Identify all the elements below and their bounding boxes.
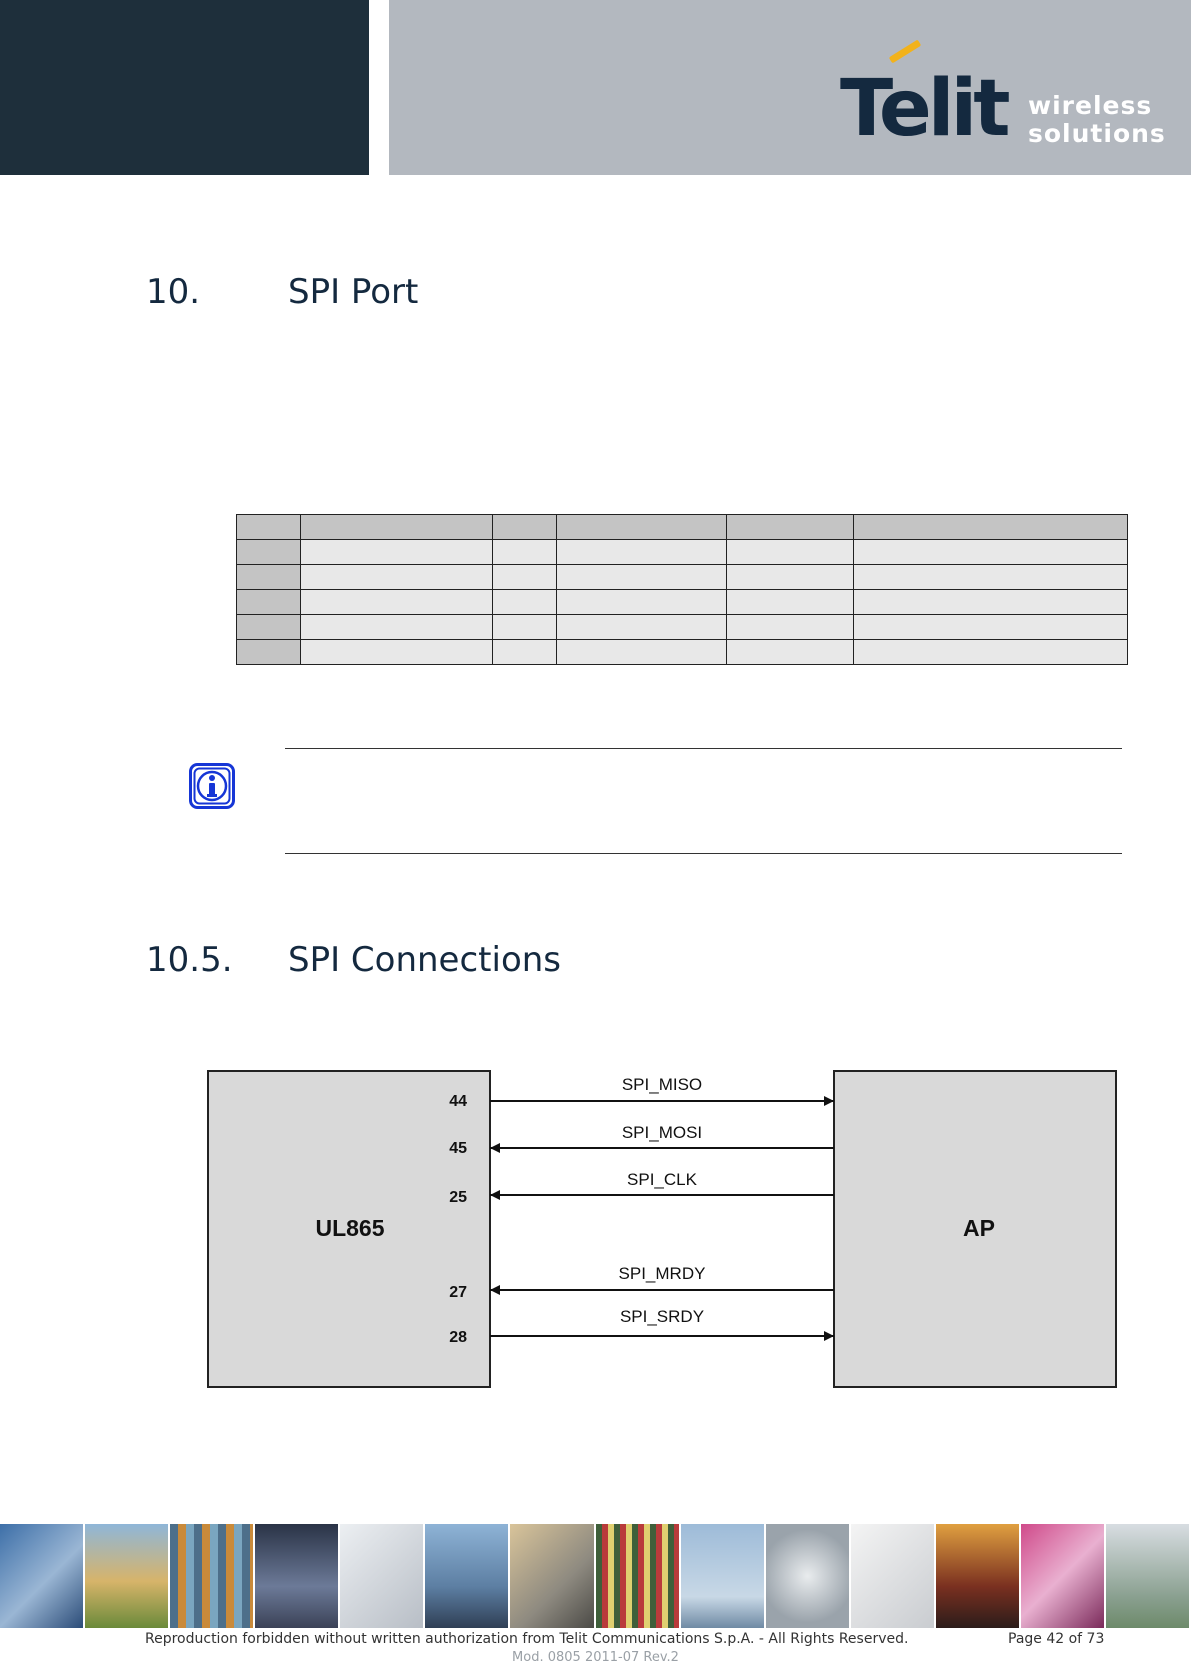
footer-photo <box>765 1524 851 1628</box>
table-header-cell <box>853 514 1128 540</box>
table-cell <box>726 564 854 590</box>
subsection-number: 10.5. <box>146 940 233 980</box>
ul865-label: UL865 <box>315 1215 384 1241</box>
table-header-cell <box>300 514 493 540</box>
table-cell <box>853 539 1128 565</box>
pin-44-label: 44 <box>449 1093 467 1110</box>
table-cell <box>556 539 727 565</box>
spi-connection-diagram: UL865 AP 44 SPI_MISO 45 SPI_MOSI 25 SPI_… <box>207 1070 1117 1388</box>
table-cell <box>492 614 557 640</box>
table-cell <box>726 639 854 665</box>
logo-tagline-line-1: wireless <box>1028 91 1153 120</box>
table-header-cell <box>726 514 854 540</box>
section-number: 10. <box>146 272 201 312</box>
footer-photo <box>595 1524 681 1628</box>
table-cell <box>300 539 493 565</box>
footer-photo <box>170 1524 256 1628</box>
spi-signal-table <box>236 514 1128 665</box>
spi-mrdy-label: SPI_MRDY <box>619 1264 706 1283</box>
footer-photo <box>0 1524 86 1628</box>
footer-photo <box>935 1524 1021 1628</box>
table-cell <box>726 589 854 615</box>
pin-45-label: 45 <box>449 1140 467 1157</box>
table-cell <box>300 564 493 590</box>
footer-photo <box>850 1524 936 1628</box>
table-cell <box>853 589 1128 615</box>
logo-wordmark: Telit <box>840 64 1011 154</box>
section-title: SPI Port <box>288 272 419 312</box>
footer-photo <box>680 1524 766 1628</box>
table-cell <box>853 614 1128 640</box>
table-cell <box>300 639 493 665</box>
table-cell <box>492 639 557 665</box>
table-cell <box>726 539 854 565</box>
logo-tagline-line-2: solutions <box>1028 119 1166 148</box>
table-cell <box>300 589 493 615</box>
footer-page-number: Page 42 of 73 <box>1008 1631 1105 1647</box>
footer-photo <box>255 1524 341 1628</box>
table-row <box>236 564 1128 590</box>
table-cell <box>853 564 1128 590</box>
table-cell <box>236 589 301 615</box>
pin-28-label: 28 <box>449 1329 467 1346</box>
table-cell <box>300 614 493 640</box>
table-row <box>236 614 1128 640</box>
spi-clk-label: SPI_CLK <box>627 1170 698 1189</box>
footer-photo <box>85 1524 171 1628</box>
table-cell <box>556 639 727 665</box>
logo-tagline: wireless solutions <box>1028 92 1166 148</box>
table-cell <box>236 614 301 640</box>
footer-photo <box>510 1524 596 1628</box>
table-cell <box>556 564 727 590</box>
ap-block <box>833 1070 1117 1388</box>
table-header-cell <box>236 514 301 540</box>
table-cell <box>236 639 301 665</box>
footer-photo <box>1106 1524 1191 1628</box>
note-bottom-rule <box>285 853 1122 854</box>
table-row <box>236 539 1128 565</box>
table-header-cell <box>556 514 727 540</box>
table-cell <box>492 564 557 590</box>
info-icon <box>189 763 235 809</box>
table-cell <box>726 614 854 640</box>
telit-logo: Telit wireless solutions <box>840 39 1170 158</box>
footer-photo <box>340 1524 426 1628</box>
note-top-rule <box>285 748 1122 749</box>
footer-photo <box>425 1524 511 1628</box>
pin-25-label: 25 <box>449 1189 467 1206</box>
footer-mod-revision: Mod. 0805 2011-07 Rev.2 <box>512 1650 679 1665</box>
spi-miso-label: SPI_MISO <box>622 1075 702 1094</box>
table-cell <box>492 589 557 615</box>
table-row <box>236 589 1128 615</box>
table-cell <box>556 614 727 640</box>
header-dark-panel <box>0 0 369 175</box>
table-header-cell <box>492 514 557 540</box>
footer-photo-strip <box>0 1524 1191 1628</box>
table-cell <box>492 539 557 565</box>
table-row <box>236 639 1128 665</box>
table-cell <box>236 564 301 590</box>
table-cell <box>556 589 727 615</box>
table-cell <box>236 539 301 565</box>
footer-rights: Reproduction forbidden without written a… <box>145 1631 909 1647</box>
pin-27-label: 27 <box>449 1284 467 1301</box>
ap-label: AP <box>963 1215 995 1241</box>
ul865-block <box>207 1070 491 1388</box>
header-light-panel <box>389 0 1191 175</box>
subsection-title: SPI Connections <box>288 940 562 980</box>
table-header-row <box>236 514 1128 540</box>
spi-mosi-label: SPI_MOSI <box>622 1123 702 1142</box>
footer-photo <box>1020 1524 1107 1628</box>
spi-srdy-label: SPI_SRDY <box>620 1307 704 1326</box>
table-cell <box>853 639 1128 665</box>
